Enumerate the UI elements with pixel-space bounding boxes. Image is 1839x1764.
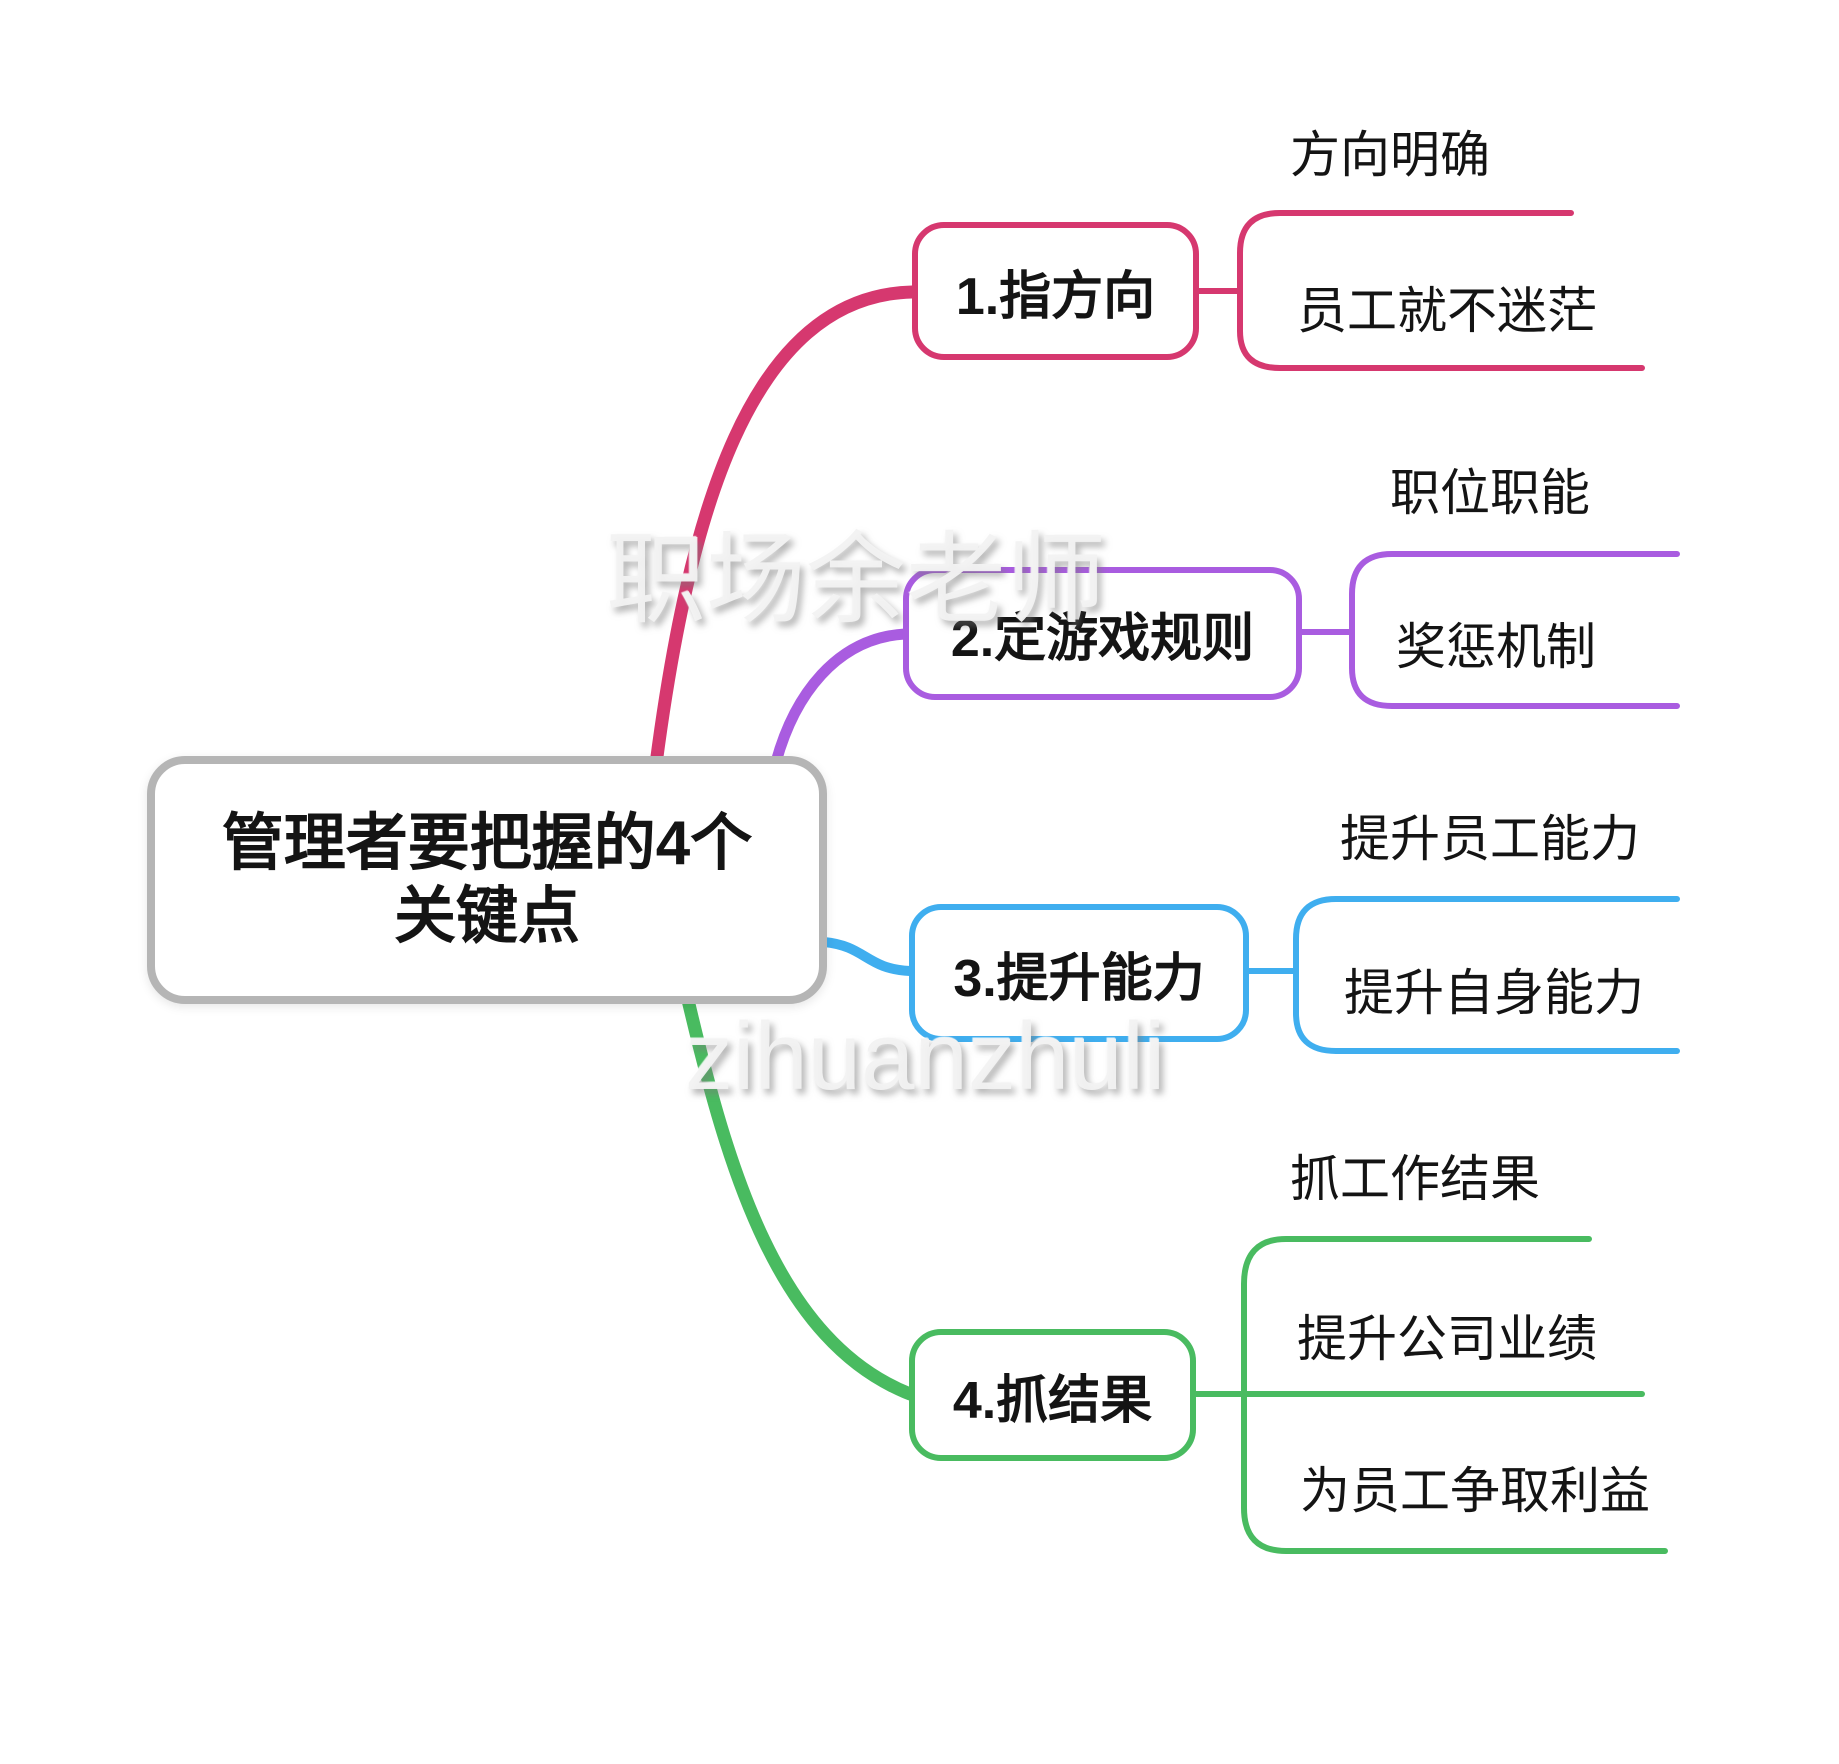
topic-4-label: 4.抓结果 (952, 1371, 1153, 1430)
branch-2-children-bracket (1349, 551, 1680, 709)
subtopic-3-1[interactable]: 提升员工能力 (1340, 811, 1640, 867)
subtopic-1-2[interactable]: 员工就不迷茫 (1297, 283, 1597, 339)
subtopic-4-1[interactable]: 抓工作结果 (1290, 1151, 1540, 1207)
subtopic-3-2[interactable]: 提升自身能力 (1344, 965, 1644, 1021)
branch-4-children-bracket (1241, 1236, 1668, 1554)
topic-4-grab-results[interactable]: 4.抓结果 (909, 1329, 1196, 1461)
branch-3-main-curve (819, 937, 915, 976)
topic-2-label: 2.定游戏规则 (950, 610, 1255, 668)
branch-4-main-curve (681, 993, 917, 1401)
branch-1-main-curve (649, 285, 919, 771)
subtopic-1-1[interactable]: 方向明确 (1290, 127, 1490, 183)
branch-2-main-curve (770, 628, 911, 768)
subtopic-4-3[interactable]: 为员工争取利益 (1300, 1463, 1650, 1519)
watermark-bottom: zihuanzhuli (685, 1003, 1166, 1110)
subtopic-2-2[interactable]: 奖惩机制 (1396, 619, 1596, 675)
central-topic-line1: 管理者要把握的4个 (221, 808, 753, 878)
subtopic-4-2[interactable]: 提升公司业绩 (1297, 1311, 1597, 1367)
central-topic[interactable]: 管理者要把握的4个 关键点 (147, 756, 827, 1004)
watermark-top: 职场余老师 (606, 524, 1106, 636)
branch-3-children-bracket (1293, 896, 1680, 1054)
subtopic-2-1[interactable]: 职位职能 (1390, 465, 1590, 521)
topic-1-label: 1.指方向 (955, 267, 1156, 326)
topic-2-set-game-rules[interactable]: 2.定游戏规则 (903, 567, 1302, 700)
topic-3-label: 3.提升能力 (953, 949, 1205, 1008)
topic-3-improve-ability[interactable]: 3.提升能力 (909, 904, 1249, 1042)
topic-1-point-direction[interactable]: 1.指方向 (912, 222, 1199, 360)
branch-1-children-bracket (1237, 210, 1645, 371)
central-topic-line2: 关键点 (393, 882, 580, 951)
